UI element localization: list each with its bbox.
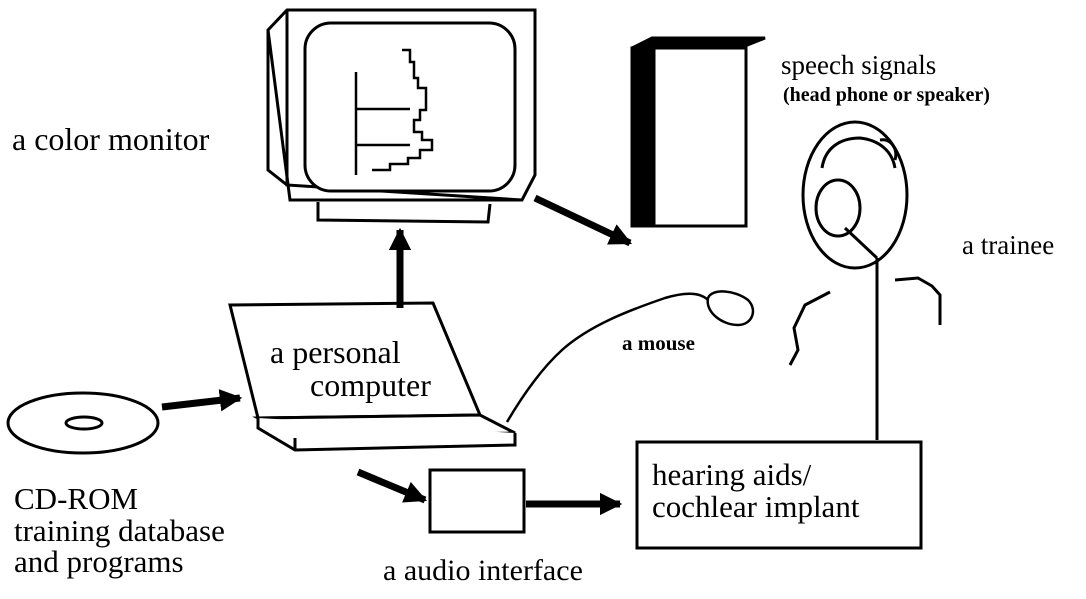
spectrum-plot: [354, 48, 434, 175]
label-cdrom: CD-ROM training database and programs: [14, 483, 225, 578]
audio-interface-box: [428, 468, 526, 534]
label-mouse: a mouse: [622, 331, 695, 355]
label-cdrom-line-1: CD-ROM: [14, 481, 139, 516]
cd-rom-disc: [6, 391, 160, 455]
personal-computer: [228, 301, 517, 452]
label-computer-line-2: computer: [310, 366, 431, 403]
label-hearing-line-2: cochlear implant: [652, 488, 860, 524]
mouse-device: [505, 290, 755, 423]
label-cdrom-line-3: and programs: [14, 544, 184, 580]
label-personal-computer: a personal computer: [270, 336, 431, 401]
label-hearing-aids: hearing aids/ cochlear implant: [652, 459, 859, 522]
label-speech-signals-sub: (head phone or speaker): [783, 84, 990, 106]
label-hearing-line-1: hearing aids/: [652, 457, 812, 492]
label-color-monitor: a color monitor: [12, 121, 210, 157]
label-cdrom-line-2: training database: [14, 512, 225, 548]
arrow-monitor-to-speaker: [533, 194, 633, 247]
speaker-box: [630, 36, 766, 228]
label-speech-signals: speech signals: [781, 50, 937, 80]
arrow-computer-to-audio: [356, 468, 428, 504]
color-monitor: [266, 8, 537, 224]
label-trainee: a trainee: [962, 230, 1055, 260]
arrow-cd-to-computer: [161, 389, 243, 412]
label-audio-interface: a audio interface: [383, 554, 583, 587]
hearing-aids-box: [635, 440, 923, 550]
label-computer-line-1: a personal: [270, 334, 401, 370]
trainee-figure: [788, 120, 942, 440]
